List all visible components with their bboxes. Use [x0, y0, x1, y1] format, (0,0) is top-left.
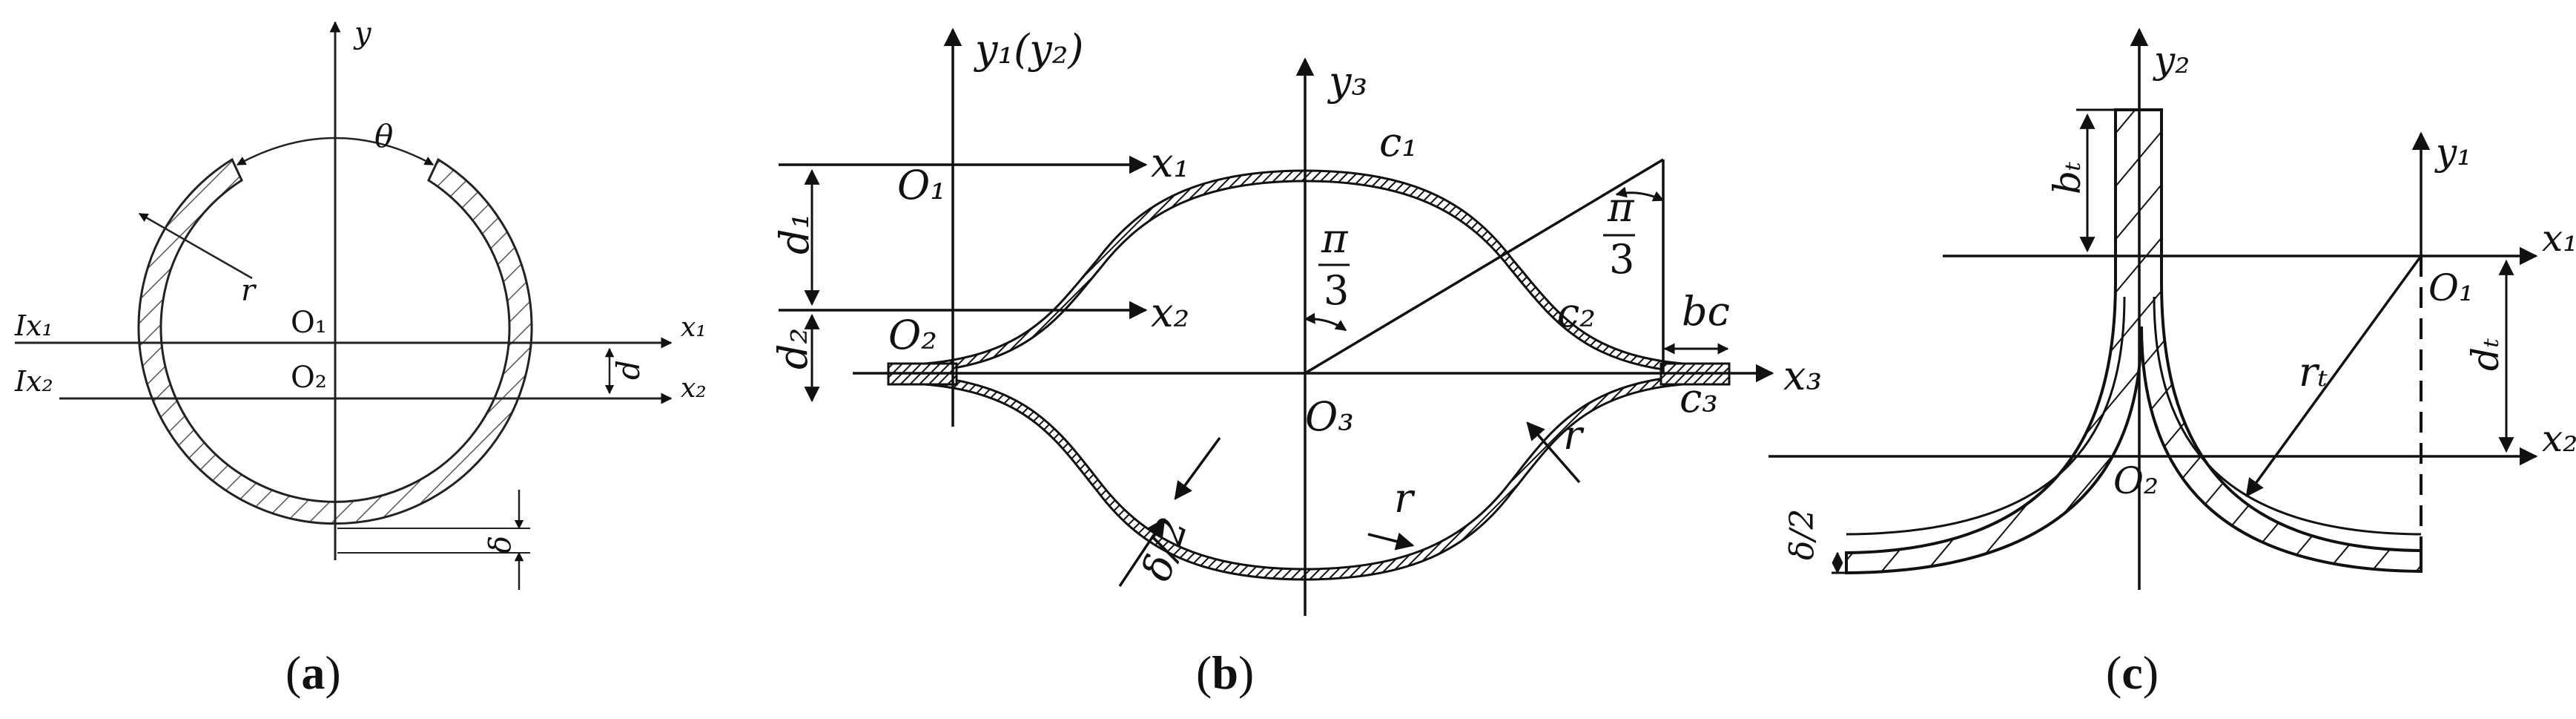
panel-b-lower-wall — [887, 373, 1720, 581]
panel-b-d1-label: d₁ — [771, 213, 818, 255]
panel-b-r-leader-center — [1367, 532, 1415, 551]
panel-b-r-label-right: r — [1563, 412, 1585, 459]
panel-c-right-inner-wall — [2153, 296, 2422, 536]
panel-b-x2-label: x₂ — [1151, 289, 1189, 336]
panel-c: y₂ y₁ x₁ x₂ O₁ O₂ bₜ dₜ rₜ δ/2 (c) — [1768, 27, 2576, 699]
panel-c-y2-label: y₂ — [2153, 39, 2190, 82]
panel-c-delta-half-label: δ/2 — [1783, 509, 1821, 560]
panel-b: y₁(y₂) y₃ x₁ x₂ x₃ O₁ O₂ O₃ d₁ d₂ c₁ c₂ … — [770, 26, 1822, 699]
panel-b-c3-label: c₃ — [1680, 375, 1718, 421]
panel-b-c1-label: c₁ — [1379, 119, 1418, 165]
panel-c-o1-label: O₁ — [2428, 266, 2474, 309]
panel-a-radius-line — [138, 212, 253, 280]
panel-c-y1-label: y₁ — [2434, 131, 2471, 174]
panel-a-tube-wall — [137, 157, 533, 525]
panel-b-angle-arc-left — [1304, 312, 1347, 332]
panel-a-theta-arc — [236, 137, 435, 166]
panel-a-ix1-label: Ix₁ — [14, 309, 53, 342]
panel-b-diagonal — [1304, 158, 1664, 375]
panel-a-o2-label: O₂ — [291, 361, 327, 395]
panel-c-rt-label: rₜ — [2299, 349, 2328, 395]
panel-c-caption: (c) — [2106, 646, 2159, 699]
panel-b-r-label-center: r — [1394, 475, 1416, 522]
panel-a-r-label: r — [241, 274, 257, 308]
panel-c-bt-label: bₜ — [2046, 162, 2089, 194]
panel-b-o2-label: O₂ — [888, 312, 937, 358]
panel-b-y3-label: y₃ — [1327, 58, 1367, 105]
panel-c-x1-label: x₁ — [2542, 217, 2576, 260]
panel-b-pi-label-right: π — [1607, 184, 1635, 231]
panel-c-o2-label: O₂ — [2113, 459, 2159, 502]
panel-a-x1-label: x₁ — [681, 312, 707, 343]
panel-a-x2-label: x₂ — [681, 373, 707, 404]
panel-a-delta-label: δ — [483, 536, 518, 554]
panel-a-d-label: d — [610, 360, 647, 380]
panel-b-three-label-left: 3 — [1324, 267, 1349, 314]
panel-b-o1-label: O₁ — [897, 162, 946, 209]
panel-a-ix2-label: Ix₂ — [14, 365, 53, 398]
panel-c-fin-and-fillet — [1845, 108, 2423, 575]
panel-b-pi-label-left: π — [1321, 215, 1349, 262]
panel-b-r-leader-right — [1526, 421, 1581, 484]
panel-b-delta-leader-top — [1174, 436, 1221, 500]
panel-c-x2-label: x₂ — [2542, 417, 2576, 460]
panel-b-o3-label: O₃ — [1305, 393, 1354, 440]
panel-c-dt-label: dₜ — [2464, 338, 2507, 371]
panel-b-three-label-right: 3 — [1609, 236, 1634, 283]
panel-b-delta-leader-bottom — [1118, 517, 1166, 587]
panel-a: y θ r O₁ O₂ x₁ x₂ Ix₁ Ix₂ d δ (a) — [14, 16, 707, 699]
panel-b-x1-label: x₁ — [1151, 139, 1189, 186]
panel-b-caption: (b) — [1196, 646, 1254, 699]
panel-a-y-label: y — [353, 16, 372, 50]
panel-b-y1y2-label: y₁(y₂) — [974, 26, 1083, 73]
panel-b-x3-label: x₃ — [1783, 352, 1822, 399]
panel-b-delta-half-label: δ/2 — [1133, 512, 1197, 586]
panel-b-d2-label: d₂ — [770, 328, 816, 370]
panel-b-bc-label: bᴄ — [1682, 288, 1730, 335]
panel-c-rt-radius — [2245, 255, 2423, 497]
panel-b-c2-label: c₂ — [1557, 289, 1596, 336]
panel-c-left-inner-wall — [1846, 296, 2126, 536]
panel-a-caption: (a) — [285, 646, 341, 699]
panel-a-o1-label: O₁ — [291, 306, 327, 340]
panel-a-theta-label: θ — [374, 118, 393, 154]
panel-b-angle-arc-right — [1615, 186, 1665, 202]
